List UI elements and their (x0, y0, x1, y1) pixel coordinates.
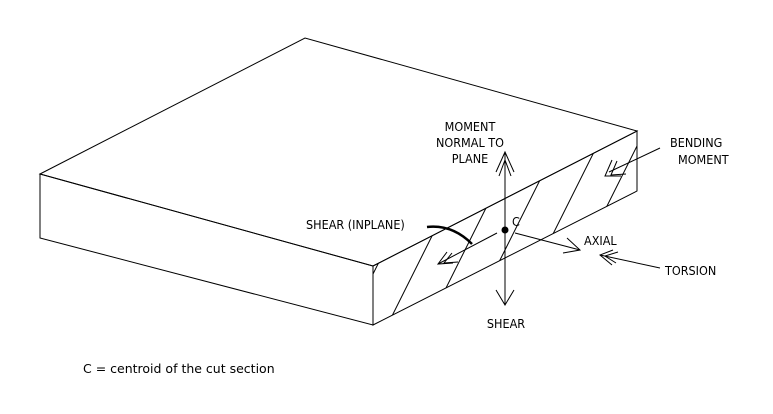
plate-front-face (39, 173, 374, 326)
shear-inplane-label: SHEAR (INPLANE) (306, 217, 405, 232)
centroid-dot (501, 226, 509, 234)
caption: C = centroid of the cut section (83, 361, 275, 376)
torsion-leader (599, 254, 661, 269)
moment-normal-label-3: PLANE (452, 151, 489, 166)
bending-moment-arrowhead-icon (604, 159, 621, 177)
axial-label: AXIAL (584, 233, 617, 248)
hatch-line (579, 131, 637, 325)
moment-arrowhead-inner-icon (498, 158, 512, 177)
torsion-arrowhead-icon (599, 249, 614, 266)
shear-arrowhead-icon (495, 289, 515, 306)
moment-normal-label-2: NORMAL TO (436, 135, 504, 150)
bending-moment-label-1: BENDING (670, 135, 722, 150)
bending-moment-leader (608, 147, 661, 173)
centroid-label: C (512, 214, 520, 229)
moment-arrowhead-icon (495, 150, 515, 173)
torsion-arrowhead-inner-icon (603, 251, 619, 264)
moment-normal-label-1: MOMENT (445, 119, 496, 134)
torsion-label: TORSION (664, 263, 716, 278)
bending-moment-label-2: MOMENT (678, 152, 729, 167)
shear-inplane-leader (426, 225, 473, 245)
axial-arrowhead-icon (562, 237, 582, 254)
cut-section-face (372, 130, 638, 326)
axial-arrow-shaft (514, 232, 581, 251)
shear-inplane-arrowhead-inner-icon (442, 252, 459, 264)
shear-label: SHEAR (487, 316, 525, 331)
shear-inplane-arrowhead-icon (436, 251, 454, 265)
bending-moment-arrowhead-inner-icon (610, 160, 627, 176)
